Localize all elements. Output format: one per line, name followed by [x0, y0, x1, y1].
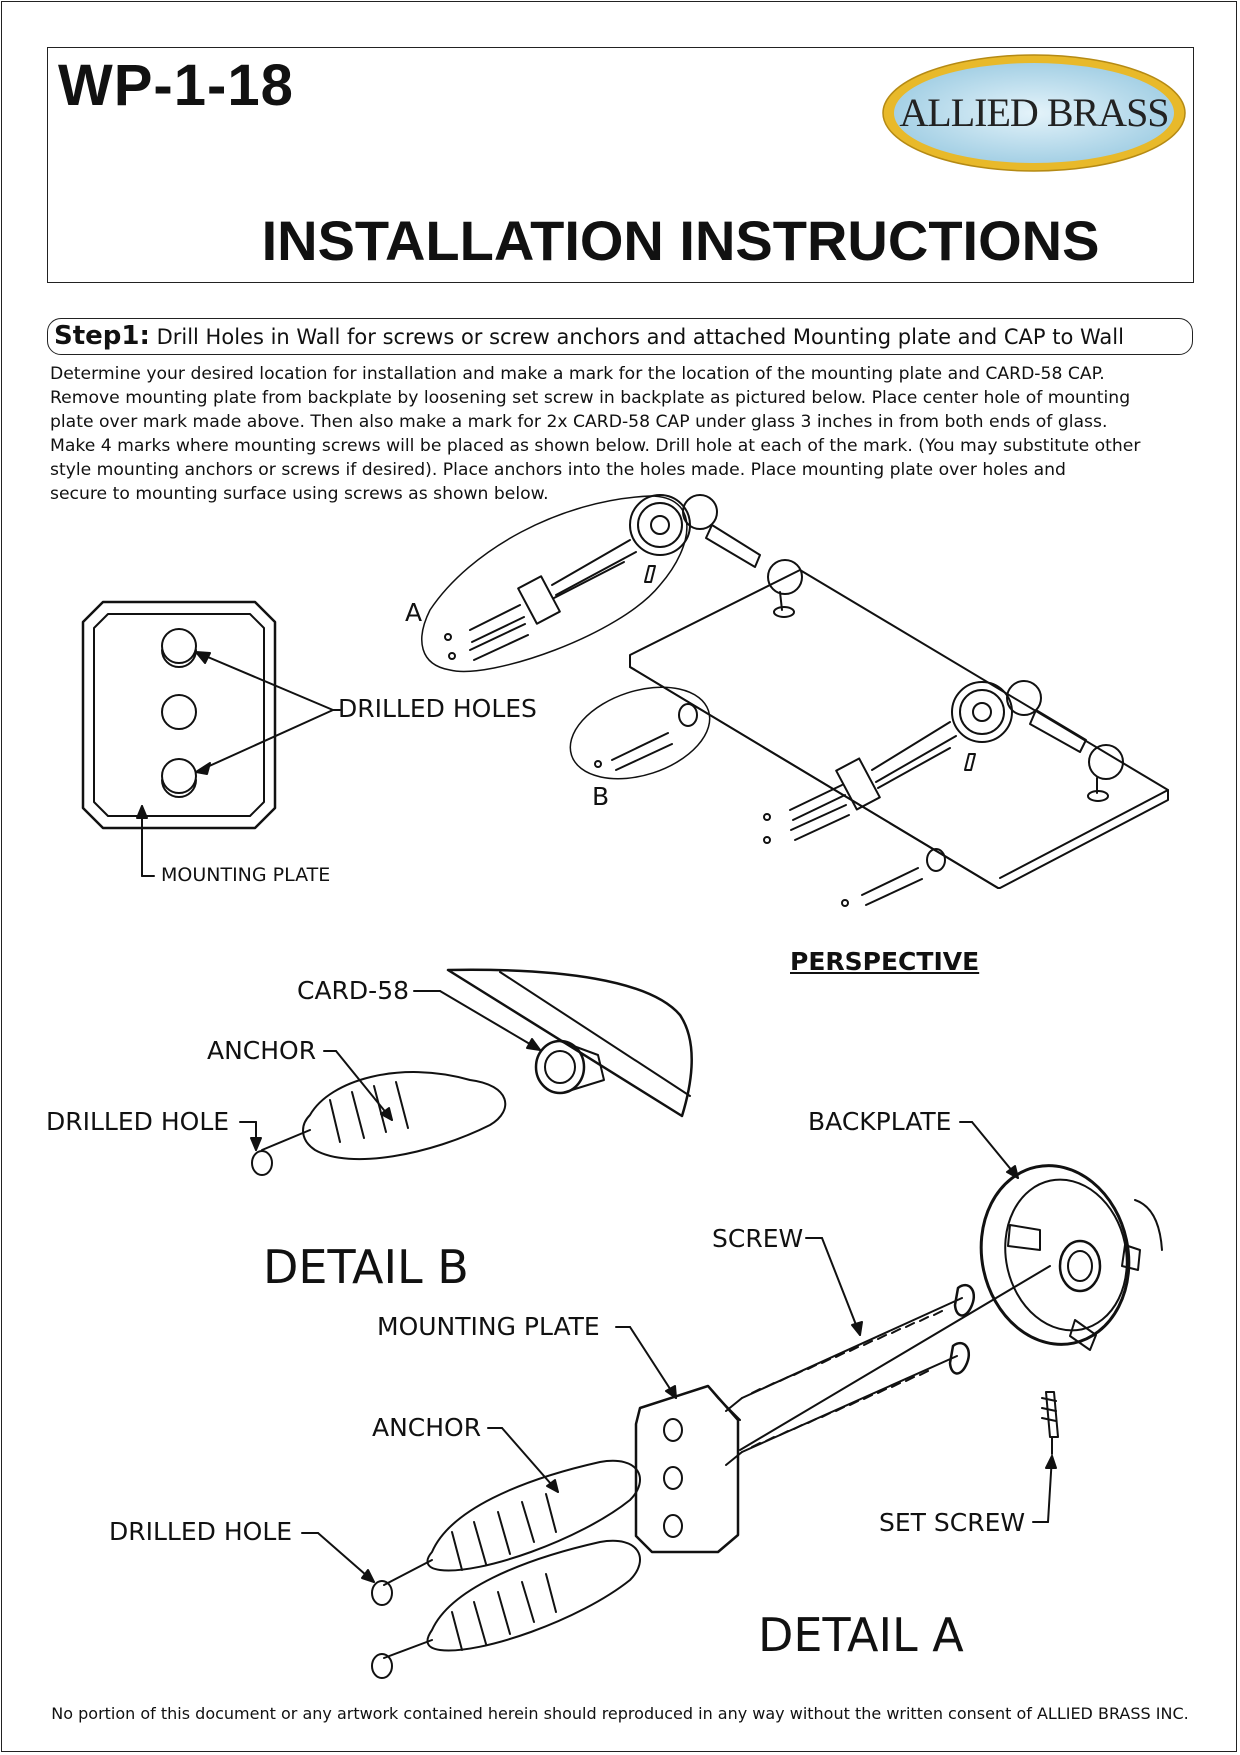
drilled-hole-bottom — [161, 758, 197, 794]
drilled-hole-label-detail-b: DRILLED HOLE — [46, 1107, 230, 1136]
step1-banner: Step1: Drill Holes in Wall for screws or… — [47, 318, 1193, 355]
mounting-plate-label-small: MOUNTING PLATE — [161, 864, 331, 886]
drilled-holes-label: DRILLED HOLES — [338, 694, 537, 723]
card58-label: CARD-58 — [297, 976, 410, 1005]
logo-text: ALLIED BRASS — [899, 90, 1168, 135]
header-box: WP-1-18 ALLIED BRASS INSTALLATION INSTRU… — [47, 47, 1194, 283]
mounting-plate-label-detail-a: MOUNTING PLATE — [377, 1312, 600, 1341]
callout-a-outline — [421, 495, 688, 673]
copyright-footer: No portion of this document or any artwo… — [51, 1704, 1189, 1723]
set-screw-label: SET SCREW — [879, 1508, 1026, 1537]
perspective-label: PERSPECTIVE — [790, 947, 980, 976]
detail-b-title: DETAIL B — [263, 1240, 469, 1294]
perspective-assembly — [421, 494, 1169, 907]
detail-b-drawing — [239, 968, 693, 1176]
document-title: INSTALLATION INSTRUCTIONS — [261, 209, 1100, 272]
step1-heading: Drill Holes in Wall for screws or screw … — [156, 325, 1124, 349]
backplate-label: BACKPLATE — [808, 1107, 952, 1136]
step1-instructions: Determine your desired location for inst… — [50, 364, 1141, 504]
screw-label: SCREW — [712, 1224, 804, 1253]
drilled-hole-label-detail-a: DRILLED HOLE — [109, 1517, 293, 1546]
drilled-hole-top — [161, 628, 197, 664]
callout-a-label: A — [405, 598, 423, 627]
center-hole — [161, 694, 197, 730]
step1-label: Step1: — [54, 321, 150, 351]
callout-b-outline — [569, 686, 711, 780]
anchor-label-detail-b: ANCHOR — [207, 1036, 317, 1065]
anchor-label-detail-a: ANCHOR — [372, 1413, 482, 1442]
model-number: WP-1-18 — [58, 53, 294, 118]
detail-a-title: DETAIL A — [758, 1608, 964, 1662]
mounting-plate-front-view — [81, 600, 341, 877]
detail-a-drawing — [301, 1121, 1163, 1679]
callout-b-label: B — [592, 782, 610, 811]
allied-brass-logo: ALLIED BRASS — [882, 54, 1186, 172]
